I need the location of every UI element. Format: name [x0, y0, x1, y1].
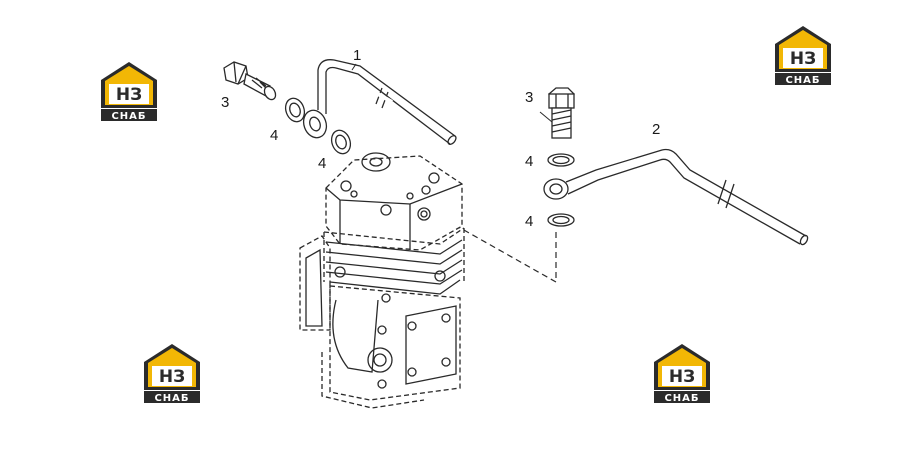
- watermark-logo-bottom-right: [654, 344, 710, 404]
- callout-3-right: 3: [525, 89, 533, 106]
- callout-4-left-1: 4: [270, 127, 278, 144]
- alignment-dashed-line: [431, 211, 557, 284]
- banjo-bolt-right: [548, 87, 575, 139]
- watermark-logo-top-right: [775, 26, 831, 86]
- sealing-washer-left-1: [284, 97, 306, 123]
- callout-4-right-1: 4: [525, 153, 533, 170]
- callout-1: 1: [353, 47, 361, 64]
- pipe-1: [302, 59, 457, 145]
- callout-4-right-2: 4: [525, 213, 533, 230]
- callout-3-left: 3: [221, 94, 229, 111]
- sealing-washer-right-2: [547, 213, 575, 227]
- watermark-logo-bottom-left: [144, 344, 200, 404]
- sealing-washer-left-2: [330, 129, 352, 155]
- air-compressor: [299, 152, 465, 409]
- callout-2: 2: [652, 121, 660, 138]
- banjo-bolt-left: [223, 61, 277, 101]
- leader-lines: [351, 63, 553, 123]
- callout-4-left-2: 4: [318, 155, 326, 172]
- sealing-washer-right-1: [547, 153, 575, 167]
- pipe-2: [543, 148, 809, 246]
- watermark-logo-top-left: [101, 62, 157, 122]
